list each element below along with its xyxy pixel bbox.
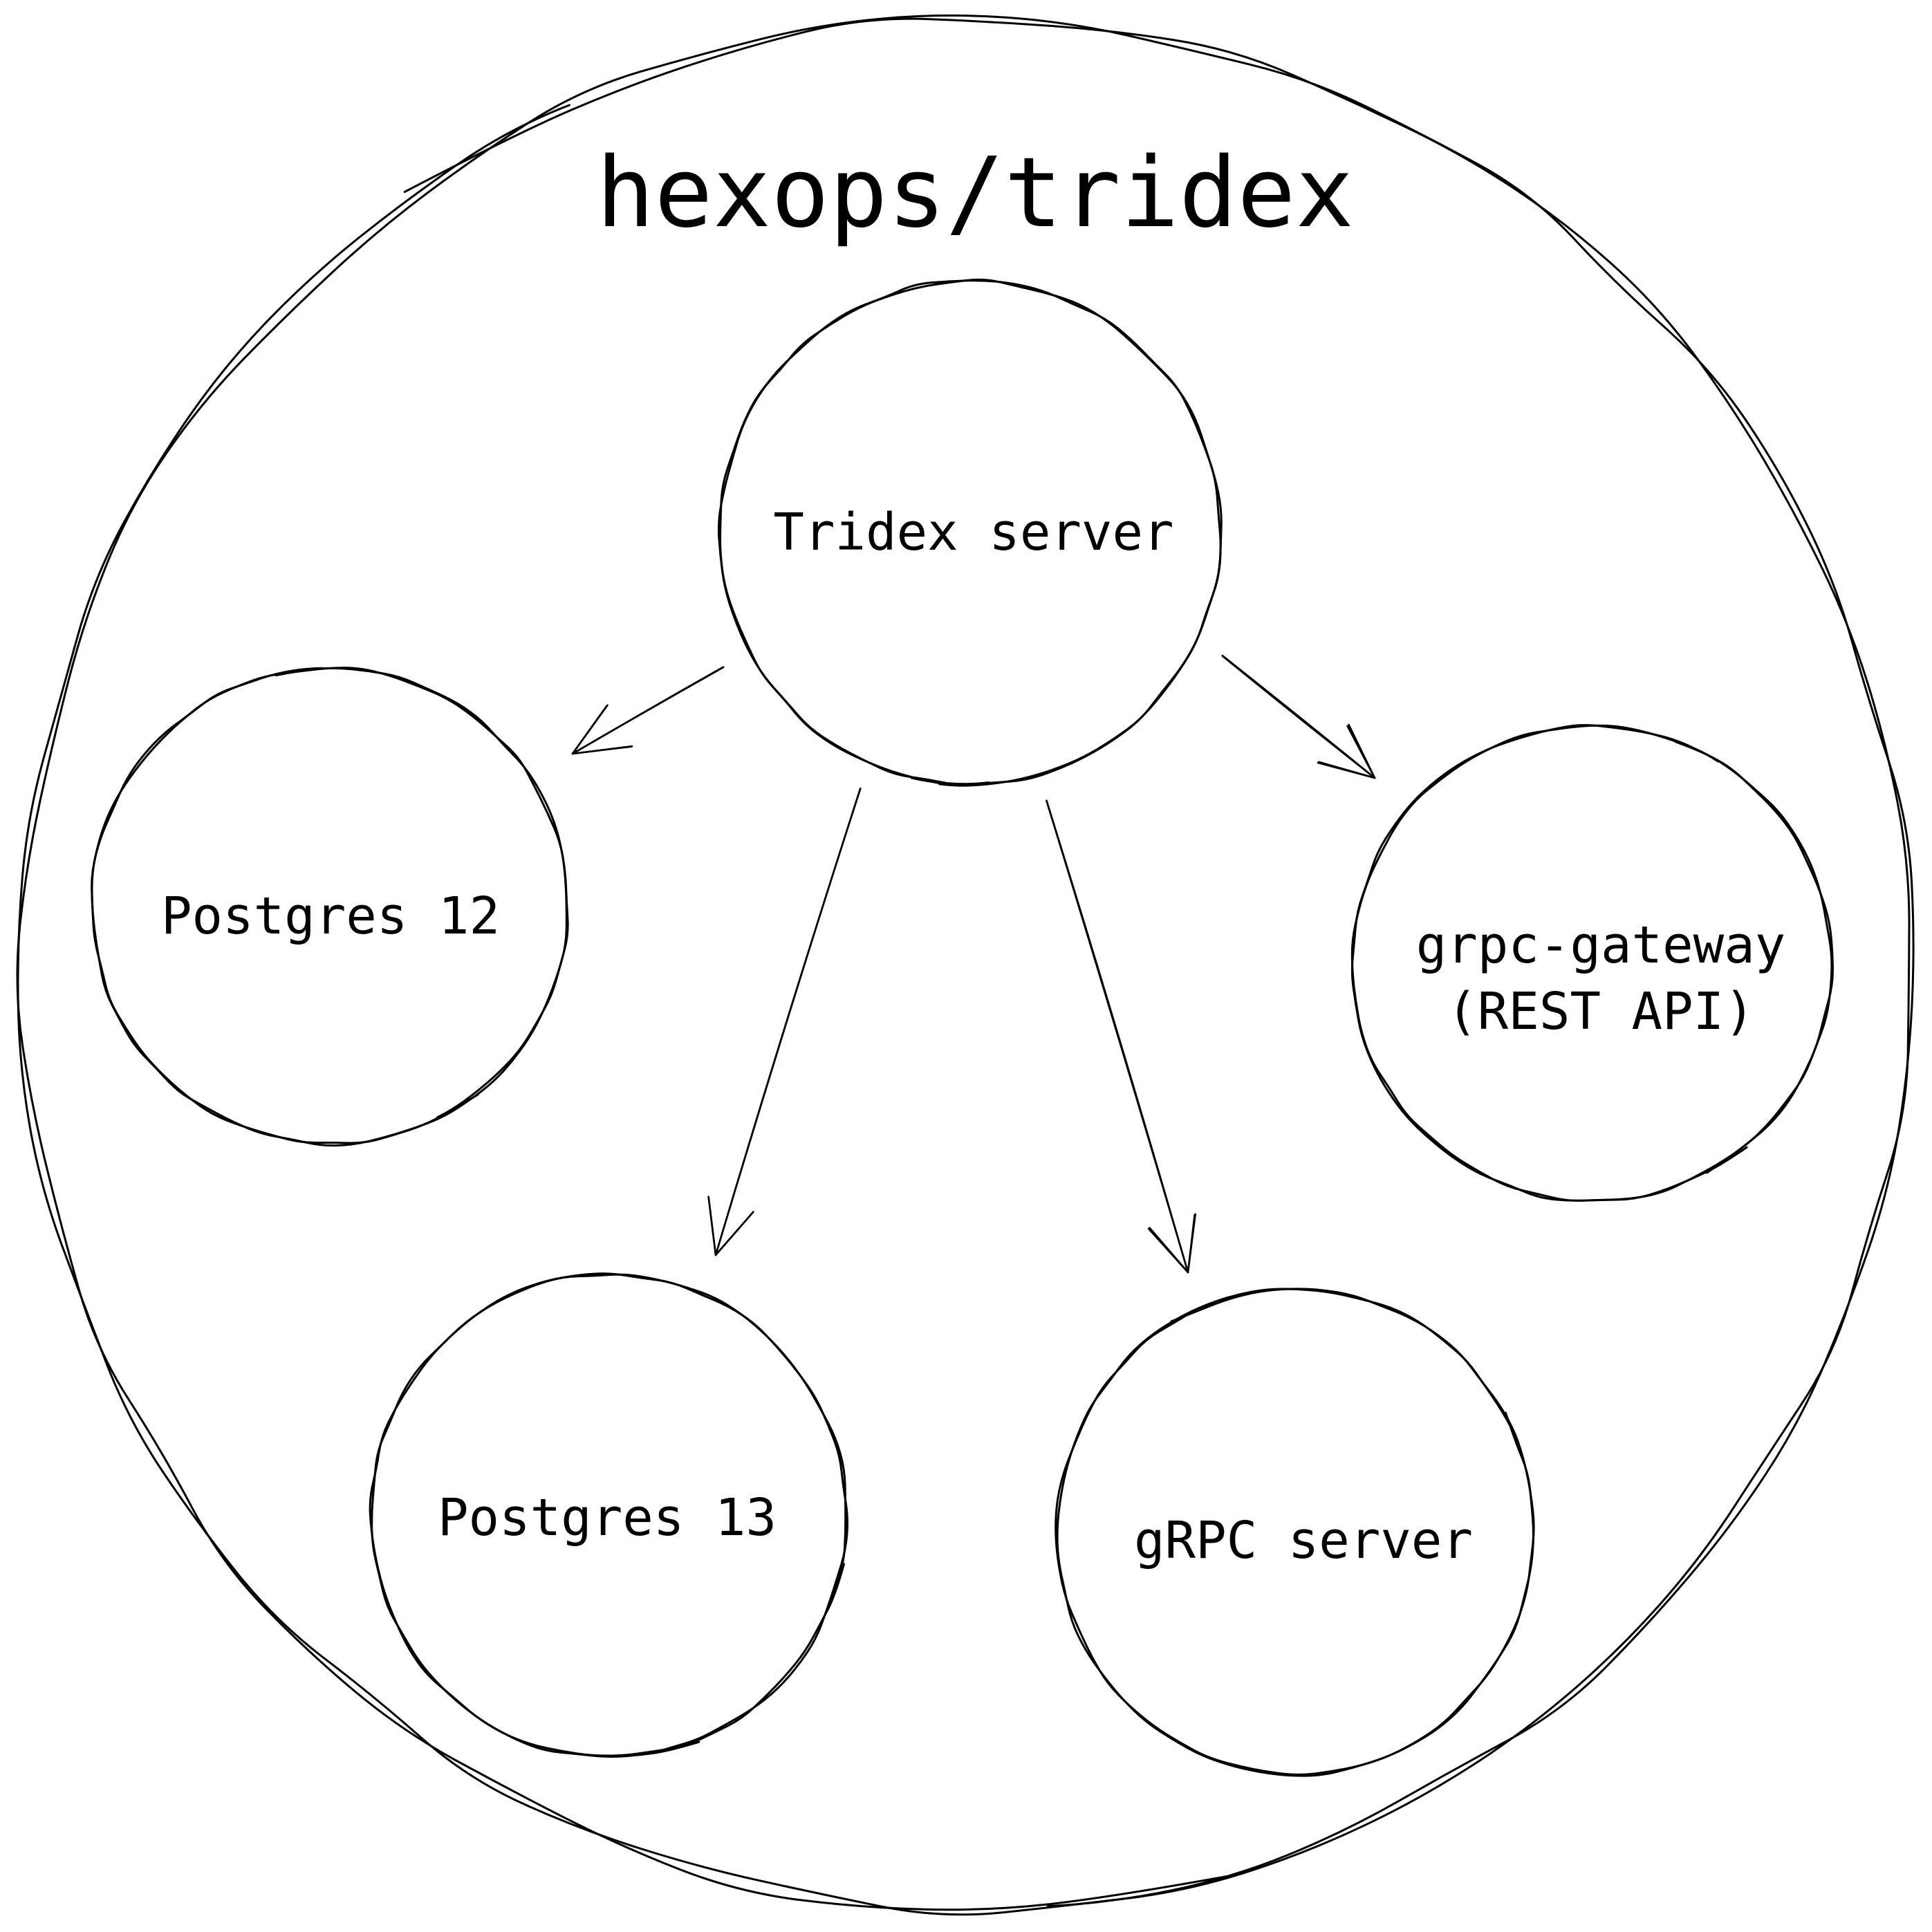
node-label-pg12: Postgres 12	[160, 886, 501, 946]
arrow-tridex-to-pg13-head-right	[707, 1196, 717, 1256]
arrow-tridex-to-grpc-head-left	[1187, 1213, 1197, 1274]
outer-circle	[16, 14, 1915, 1911]
arrow-tridex-to-pg12-head-left	[571, 745, 633, 755]
arrow-tridex-to-pg12-head-right	[571, 704, 609, 755]
node-circle-grpc	[1056, 1288, 1534, 1777]
node-label-tridex: Tridex server	[773, 502, 1174, 562]
node-circle-pg12	[91, 667, 569, 1144]
edge-arrows	[571, 654, 1376, 1274]
diagram-title: hexops/tridex	[596, 137, 1354, 250]
node-label-pg13: Postgres 13	[437, 1487, 777, 1548]
arrow-tridex-to-pg12-shaft	[571, 666, 725, 755]
arrow-tridex-to-grpc-head-right	[1147, 1227, 1189, 1274]
node-circle-gateway	[1350, 724, 1833, 1202]
arrow-tridex-to-pg13-head-left	[714, 1211, 754, 1256]
node-label-grpc: gRPC server	[1133, 1510, 1474, 1570]
outer-boundary-circle	[16, 14, 1915, 1916]
arrow-tridex-to-gateway-shaft	[1221, 655, 1376, 779]
node-circles	[91, 278, 1835, 1777]
node-circle-tridex	[717, 279, 1223, 787]
arrow-tridex-to-gateway-head-left	[1348, 723, 1376, 779]
node-circle-pg13	[369, 1273, 847, 1757]
arrow-tridex-to-gateway-head-right	[1317, 761, 1376, 779]
arrow-tridex-to-grpc-shaft	[1046, 799, 1189, 1274]
arrow-tridex-to-pg13-shaft	[714, 788, 862, 1256]
node-label-gateway: grpc-gateway (REST API)	[1415, 915, 1786, 1041]
